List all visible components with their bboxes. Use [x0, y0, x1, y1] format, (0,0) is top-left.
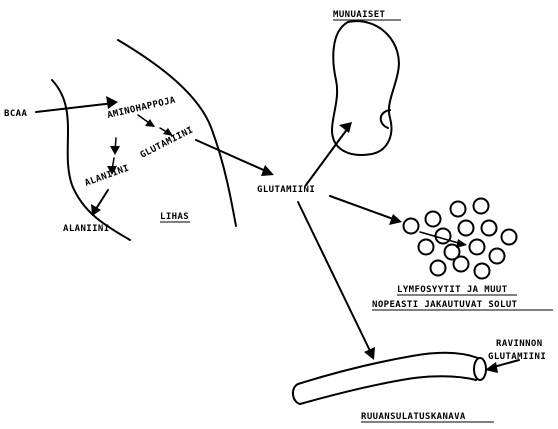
label-glutamiini-center: GLUTAMIINI: [257, 185, 315, 195]
gut-tube-opening: [474, 358, 486, 380]
muscle-outline-left: [52, 80, 130, 240]
to-gut-arrow: [298, 202, 372, 355]
lymphocyte-cell: [470, 240, 485, 255]
lymphocyte-cell: [419, 240, 434, 255]
to-lymphocytes-arrowhead: [389, 214, 402, 225]
label-ruuansulatuskanava: RUUANSULATUSKANAVA: [361, 412, 466, 422]
lymphocyte-cell: [474, 199, 489, 214]
alanine-out-arrowhead: [91, 204, 101, 216]
label-lihas: LIHAS: [160, 212, 189, 222]
lymphocyte-cell: [475, 264, 490, 279]
bcaa-arrowhead: [106, 96, 118, 109]
bcaa-arrow: [36, 103, 114, 112]
lymphocyte-cell: [404, 219, 419, 234]
lymphocyte-cell: [490, 249, 505, 264]
label-ravinnon-line1: RAVINNON: [496, 339, 543, 349]
lymphocyte-cell: [451, 202, 466, 217]
lymphocyte-cell: [431, 261, 446, 276]
label-lymfosyytit-line2: NOPEASTI JAKAUTUVAT SOLUT: [372, 300, 518, 310]
label-munuaiset: MUNUAISET: [333, 10, 386, 20]
label-alaniini-out: ALANIINI: [63, 224, 110, 234]
lymphocyte-cell: [436, 229, 451, 244]
label-lymfosyytit-line1: LYMFOSYYTIT JA MUUT: [397, 285, 508, 295]
to-lymphocytes-arrow: [330, 196, 396, 220]
label-bcaa: BCAA: [4, 109, 27, 119]
gut-tube-top-edge: [298, 353, 478, 384]
to-kidney-arrow: [306, 128, 348, 185]
lymphocyte-cell: [459, 221, 474, 236]
label-ravinnon-line2: GLUTAMIINI: [488, 352, 546, 362]
lymphocyte-cell: [454, 257, 469, 272]
lymphocyte-cell: [482, 221, 497, 236]
gut-tube-bottom-edge: [300, 376, 476, 404]
label-alaniini-inner: ALANIINI: [84, 163, 131, 188]
lymphocyte-cell: [426, 212, 441, 227]
cluster-inner-arrowhead: [456, 239, 467, 248]
gut-tube-left-end: [293, 384, 300, 404]
gut-tube: [293, 353, 486, 404]
lymphocyte-cluster: [404, 199, 517, 279]
glutamine-export-arrow: [196, 140, 268, 172]
arrowhead-small-3: [110, 146, 120, 155]
lymphocyte-cell: [502, 230, 517, 245]
